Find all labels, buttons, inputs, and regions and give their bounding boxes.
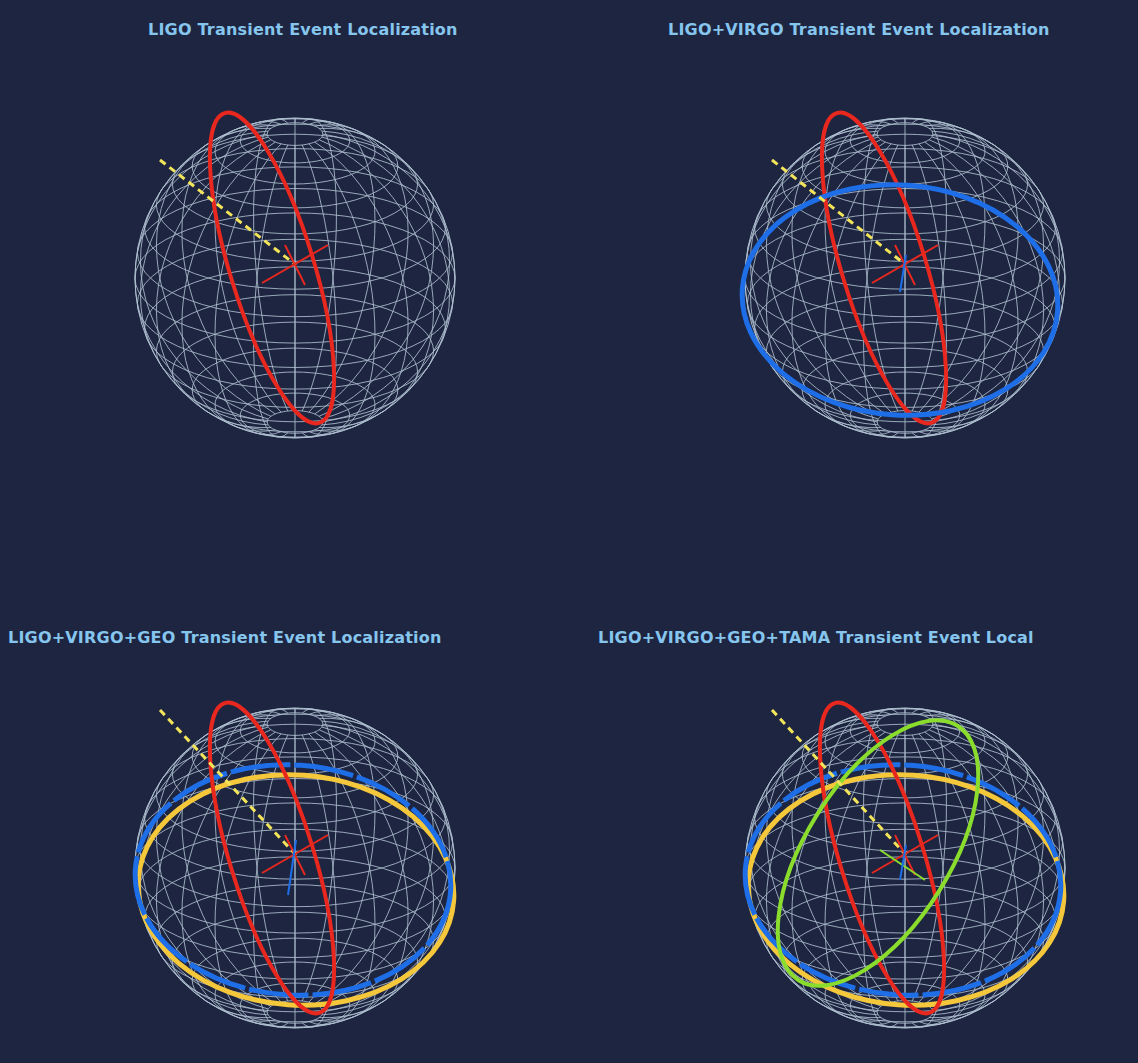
wireframe-line bbox=[315, 715, 409, 1004]
wireframe-line bbox=[751, 131, 879, 419]
panel-ligo-virgo bbox=[734, 101, 1065, 435]
panel-title: LIGO+VIRGO+GEO Transient Event Localizat… bbox=[8, 628, 442, 647]
wireframe-line bbox=[309, 144, 375, 435]
wireframe-line bbox=[932, 137, 1060, 425]
wireframe-line bbox=[322, 137, 450, 425]
wireframe-line bbox=[309, 121, 375, 412]
panel-title: LIGO+VIRGO Transient Event Localization bbox=[668, 20, 1050, 39]
wireframe-line bbox=[323, 724, 455, 1012]
wireframe-line bbox=[309, 711, 375, 1002]
wireframe-line bbox=[215, 711, 281, 1002]
wireframe-line bbox=[323, 134, 455, 422]
wireframe-line bbox=[135, 134, 267, 422]
wireframe-line bbox=[745, 134, 877, 422]
panel-title: LIGO+VIRGO+GEO+TAMA Transient Event Loca… bbox=[598, 628, 1034, 647]
wireframe-line bbox=[141, 721, 269, 1009]
sphere-outline bbox=[745, 708, 1065, 1028]
wireframe-line bbox=[925, 715, 1019, 1004]
wireframe-line bbox=[315, 125, 409, 414]
wireframe-line bbox=[925, 125, 1019, 414]
wireframe-line bbox=[302, 119, 336, 411]
sphere-outline bbox=[745, 118, 1065, 438]
wireframe-line bbox=[182, 142, 276, 431]
wireframe-line bbox=[215, 144, 281, 435]
wireframe-line bbox=[215, 121, 281, 412]
panel-ligo-virgo-geo bbox=[127, 691, 461, 1025]
panel-ligo-virgo-geo-tama bbox=[737, 688, 1071, 1026]
wireframe-line bbox=[933, 134, 1065, 422]
wireframe-line bbox=[912, 119, 946, 411]
sphere-outline bbox=[135, 118, 455, 438]
wireframe-line bbox=[141, 131, 269, 419]
panel-ligo bbox=[160, 101, 360, 435]
wireframe-line bbox=[912, 709, 946, 1001]
panel-title: LIGO Transient Event Localization bbox=[148, 20, 458, 39]
sphere-outline bbox=[135, 708, 455, 1028]
wireframe-line bbox=[302, 709, 336, 1001]
